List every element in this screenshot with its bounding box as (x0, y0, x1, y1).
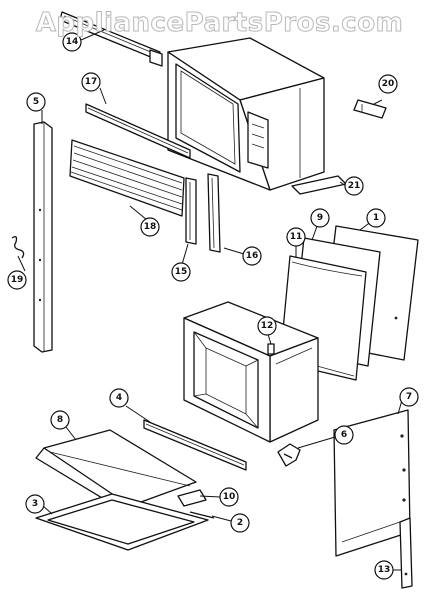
part-5-vertical-rail (33, 121, 53, 353)
callout-15: 15 (171, 262, 191, 282)
callout-label: 12 (261, 321, 274, 331)
part-2-bottom-support (189, 511, 215, 519)
callout-19: 19 (7, 270, 27, 290)
callout-label: 16 (246, 251, 259, 261)
part-15-side-strip (185, 177, 197, 245)
callout-6: 6 (334, 425, 354, 445)
callout-13: 13 (374, 560, 394, 580)
callout-7: 7 (399, 387, 419, 407)
callout-9: 9 (310, 208, 330, 228)
callout-label: 1 (373, 213, 379, 223)
callout-label: 9 (317, 213, 323, 223)
callout-18: 18 (140, 217, 160, 237)
part-6-hinge (277, 443, 301, 467)
callout-label: 10 (223, 492, 236, 502)
callout-label: 4 (116, 393, 122, 403)
callout-10: 10 (219, 487, 239, 507)
callout-label: 19 (11, 275, 24, 285)
part-10-bracket (177, 489, 207, 507)
callout-12: 12 (257, 316, 277, 336)
callout-label: 2 (237, 518, 243, 528)
callout-20: 20 (378, 74, 398, 94)
callout-label: 7 (406, 392, 412, 402)
part-19-spring-clip (11, 236, 25, 259)
callout-label: 18 (144, 222, 157, 232)
part-14-top-bracket (59, 11, 163, 67)
callout-8: 8 (50, 410, 70, 430)
part-3-bottom-frame (35, 493, 209, 551)
callout-2: 2 (230, 513, 250, 533)
callout-label: 17 (85, 77, 98, 87)
part-20-bracket (353, 99, 387, 119)
part-16-side-strip (207, 173, 221, 253)
microwave-cabinet (167, 37, 325, 191)
callout-16: 16 (242, 246, 262, 266)
callout-17: 17 (81, 72, 101, 92)
callout-4: 4 (109, 388, 129, 408)
callout-label: 3 (32, 499, 38, 509)
callout-11: 11 (286, 227, 306, 247)
callout-label: 11 (290, 232, 303, 242)
callout-label: 13 (378, 565, 391, 575)
part-17-trim-strip (85, 103, 191, 159)
part-18-vent-grille (69, 139, 185, 217)
callout-5: 5 (26, 92, 46, 112)
callout-label: 20 (382, 79, 395, 89)
part-4-front-rail (143, 419, 247, 471)
callout-label: 15 (175, 267, 188, 277)
callout-3: 3 (25, 494, 45, 514)
callout-1: 1 (366, 208, 386, 228)
callout-21: 21 (344, 176, 364, 196)
oven-cavity (183, 301, 319, 443)
callout-label: 5 (33, 97, 39, 107)
callout-14: 14 (62, 32, 82, 52)
callout-label: 21 (348, 181, 361, 191)
callout-label: 6 (341, 430, 347, 440)
callout-label: 14 (66, 37, 79, 47)
part-13-vertical-strip (399, 517, 413, 589)
callout-label: 8 (57, 415, 63, 425)
